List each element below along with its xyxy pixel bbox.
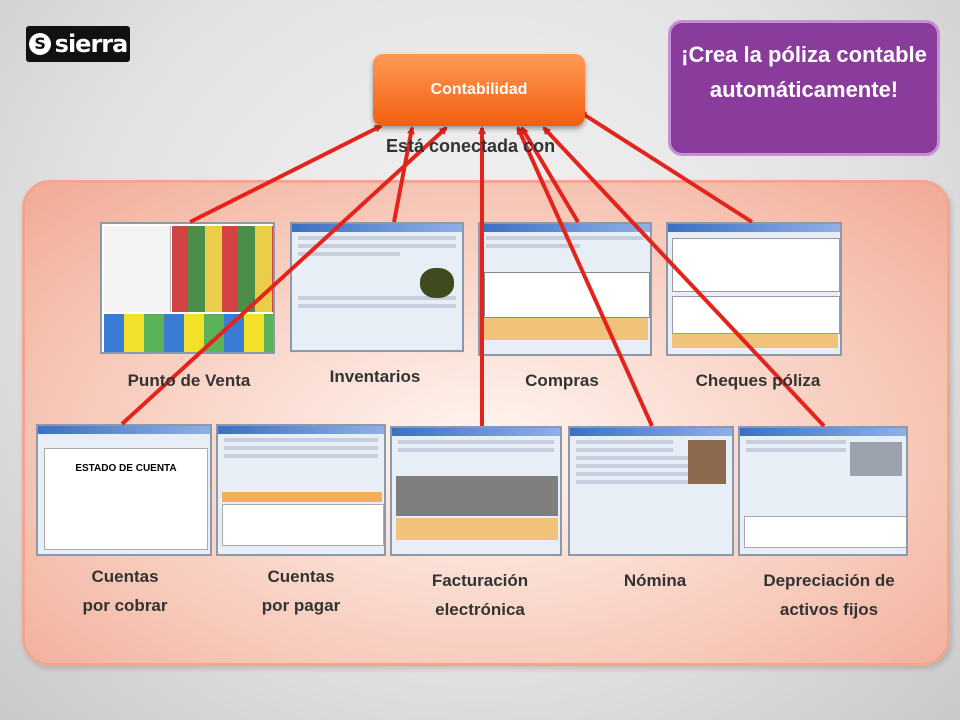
arrow-inventarios (392, 126, 415, 223)
label-cxp-line1: Cuentas (267, 567, 335, 586)
cuentas-por-cobrar-screenshot[interactable]: ESTADO DE CUENTA (36, 424, 212, 556)
label-punto-de-venta: Punto de Venta (127, 371, 251, 390)
arrow-punto-de-venta (189, 124, 383, 224)
label-cxp-line2: por pagar (261, 596, 341, 615)
label-dep-line2: activos fijos (779, 600, 879, 619)
connected-text: Está conectada con (386, 136, 556, 156)
label-cuentas-por-cobrar: Cuentas por cobrar (50, 562, 200, 620)
arrow-compras (520, 126, 580, 224)
contabilidad-label: Contabilidad (430, 81, 528, 98)
nomina-screenshot[interactable] (568, 426, 734, 556)
compras-screenshot[interactable] (478, 222, 652, 356)
arrow-depreciacion (542, 126, 826, 428)
punto-de-venta-screenshot[interactable] (100, 222, 275, 354)
label-fact-line1: Facturación (431, 571, 529, 590)
arrow-cuentas-por-cobrar (120, 126, 448, 426)
depreciacion-activos-screenshot[interactable] (738, 426, 908, 556)
label-cxc-line2: por cobrar (82, 596, 168, 615)
logo-text: sierra (54, 30, 129, 58)
label-compras: Compras (525, 371, 599, 390)
label-cxc-line1: Cuentas (91, 567, 159, 586)
arrow-nomina (516, 126, 654, 427)
cuentas-por-pagar-screenshot[interactable] (216, 424, 386, 556)
label-depreciacion: Depreciación de activos fijos (734, 566, 924, 624)
label-inventarios: Inventarios (329, 367, 421, 386)
arrow-cheques (578, 110, 754, 224)
label-cuentas-por-pagar: Cuentas por pagar (226, 562, 376, 620)
label-nomina: Nómina (623, 571, 687, 590)
label-fact-line2: electrónica (435, 600, 525, 619)
label-dep-line1: Depreciación de (763, 571, 895, 590)
estado-cuenta-title: ESTADO DE CUENTA (75, 463, 177, 474)
label-cheques-poliza: Cheques póliza (695, 371, 821, 390)
callout-box: ¡Crea la póliza contable automáticamente… (668, 20, 940, 156)
cheques-poliza-screenshot[interactable] (666, 222, 842, 356)
sierra-swirl-icon: S (28, 33, 51, 55)
label-facturacion-electronica: Facturación electrónica (398, 566, 562, 624)
contabilidad-box: Contabilidad (373, 54, 585, 126)
facturacion-electronica-screenshot[interactable] (390, 426, 562, 556)
